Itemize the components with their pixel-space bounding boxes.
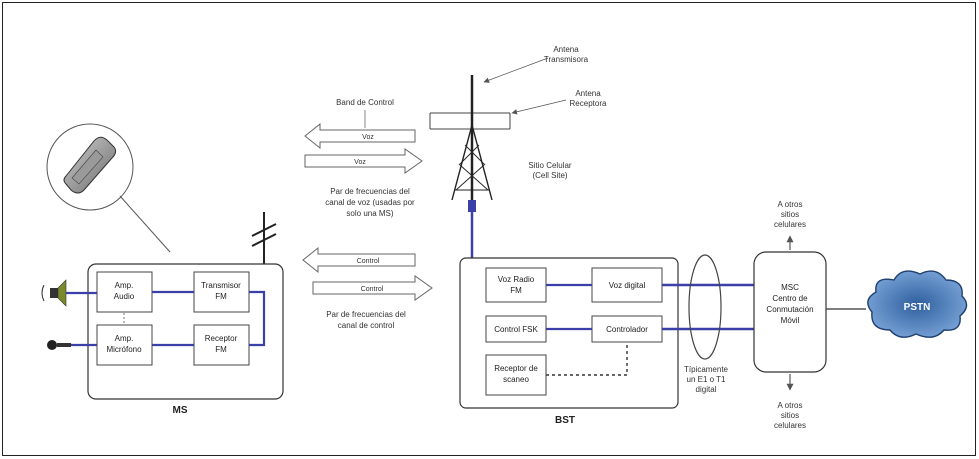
svg-text:Centro de: Centro de — [772, 294, 808, 303]
pstn-label: PSTN — [904, 302, 931, 313]
svg-text:un E1 o T1: un E1 o T1 — [687, 375, 727, 384]
voice-pair-caption: Par de frecuencias del canal de voz (usa… — [325, 187, 415, 218]
microphone-icon — [47, 340, 97, 350]
svg-text:FM: FM — [215, 292, 227, 301]
svg-text:Micrófono: Micrófono — [106, 345, 142, 354]
svg-text:Móvil: Móvil — [781, 316, 800, 325]
svg-text:digital: digital — [696, 385, 717, 394]
svg-text:Transmisora: Transmisora — [544, 55, 589, 64]
bst-unit: BST Voz Radio FM Voz digital Control FSK… — [459, 257, 679, 426]
bst-title: BST — [555, 415, 575, 426]
amp-mic-block: Amp. Micrófono — [96, 324, 153, 366]
svg-text:celulares: celulares — [774, 220, 806, 229]
svg-text:MSC: MSC — [781, 283, 799, 292]
controller-block: Controlador — [591, 315, 663, 343]
other-sites-top: A otros sitios celulares — [774, 200, 806, 250]
svg-text:sitios: sitios — [781, 210, 799, 219]
svg-text:Amp.: Amp. — [115, 334, 134, 343]
amp-audio-block: Amp. Audio — [96, 271, 153, 313]
svg-text:celulares: celulares — [774, 421, 806, 430]
svg-text:A otros: A otros — [778, 200, 803, 209]
svg-text:Sitio Celular: Sitio Celular — [528, 161, 571, 170]
svg-text:canal de voz (usadas por: canal de voz (usadas por — [325, 198, 415, 207]
ms-title: MS — [173, 405, 188, 416]
magnifier-leader — [119, 195, 171, 253]
receiver-block: Receptor FM — [193, 324, 250, 366]
control-fsk-block: Control FSK — [485, 315, 547, 343]
svg-text:FM: FM — [510, 286, 522, 295]
rx-antenna-arrow — [511, 99, 567, 115]
other-sites-bottom: A otros sitios celulares — [774, 374, 806, 430]
svg-text:canal de control: canal de control — [338, 321, 395, 330]
svg-text:Control FSK: Control FSK — [494, 325, 538, 334]
control-band-label: Band de Control — [336, 98, 394, 107]
svg-text:Voz digital: Voz digital — [609, 281, 646, 290]
svg-text:A otros: A otros — [778, 401, 803, 410]
speaker-icon — [41, 279, 97, 307]
svg-text:Conmutación: Conmutación — [766, 305, 813, 314]
e1-t1-bundle — [688, 254, 722, 360]
svg-text:Voz: Voz — [354, 159, 366, 166]
svg-text:solo una MS): solo una MS) — [346, 209, 393, 218]
cell-tower — [429, 75, 511, 212]
voice-arrow-left: Voz — [304, 122, 416, 150]
svg-text:Típicamente: Típicamente — [684, 365, 729, 374]
svg-text:Amp.: Amp. — [115, 281, 134, 290]
svg-text:Antena: Antena — [575, 89, 601, 98]
voice-arrow-right: Voz — [304, 148, 423, 174]
rx-antenna-label: Antena Receptora — [570, 89, 607, 108]
pstn-cloud-icon: PSTN — [867, 270, 968, 338]
svg-text:Par de frecuencias del: Par de frecuencias del — [330, 187, 410, 196]
control-arrow-right: Control — [312, 275, 433, 301]
mobile-phone-illustration — [46, 123, 171, 253]
svg-text:Receptor de: Receptor de — [494, 364, 538, 373]
svg-text:Voz Radio: Voz Radio — [498, 275, 535, 284]
transmitter-block: Transmisor FM — [193, 271, 250, 313]
msc-unit: MSC Centro de Conmutación Móvil — [753, 251, 827, 373]
svg-text:Control: Control — [357, 258, 380, 265]
svg-text:Par de frecuencias del: Par de frecuencias del — [326, 310, 406, 319]
svg-text:Control: Control — [361, 286, 384, 293]
svg-text:Antena: Antena — [553, 45, 579, 54]
svg-text:Controlador: Controlador — [606, 325, 648, 334]
svg-text:sitios: sitios — [781, 411, 799, 420]
svg-text:(Cell Site): (Cell Site) — [532, 171, 567, 180]
svg-text:Receptor: Receptor — [205, 334, 238, 343]
ms-unit: MS Amp. Audio Amp. Micrófono Transmisor … — [87, 263, 284, 416]
voice-radio-block: Voz Radio FM — [485, 267, 547, 303]
tx-antenna-label: Antena Transmisora — [544, 45, 589, 64]
control-arrow-left: Control — [302, 246, 416, 274]
cell-site-label: Sitio Celular (Cell Site) — [528, 161, 571, 180]
svg-text:Voz: Voz — [362, 134, 374, 141]
rx-antenna-bracket — [429, 112, 511, 130]
link-label: Típicamente un E1 o T1 digital — [684, 365, 729, 394]
svg-text:FM: FM — [215, 345, 227, 354]
scan-receiver-block: Receptor de scaneo — [485, 354, 547, 396]
svg-text:Receptora: Receptora — [570, 99, 607, 108]
phone-icon — [63, 136, 117, 194]
svg-text:Transmisor: Transmisor — [201, 281, 241, 290]
svg-text:scaneo: scaneo — [503, 375, 529, 384]
tx-antenna-arrow — [483, 57, 549, 83]
control-pair-caption: Par de frecuencias del canal de control — [326, 310, 406, 330]
digital-links — [662, 254, 755, 360]
svg-text:Audio: Audio — [114, 292, 135, 301]
voice-digital-block: Voz digital — [591, 267, 663, 303]
